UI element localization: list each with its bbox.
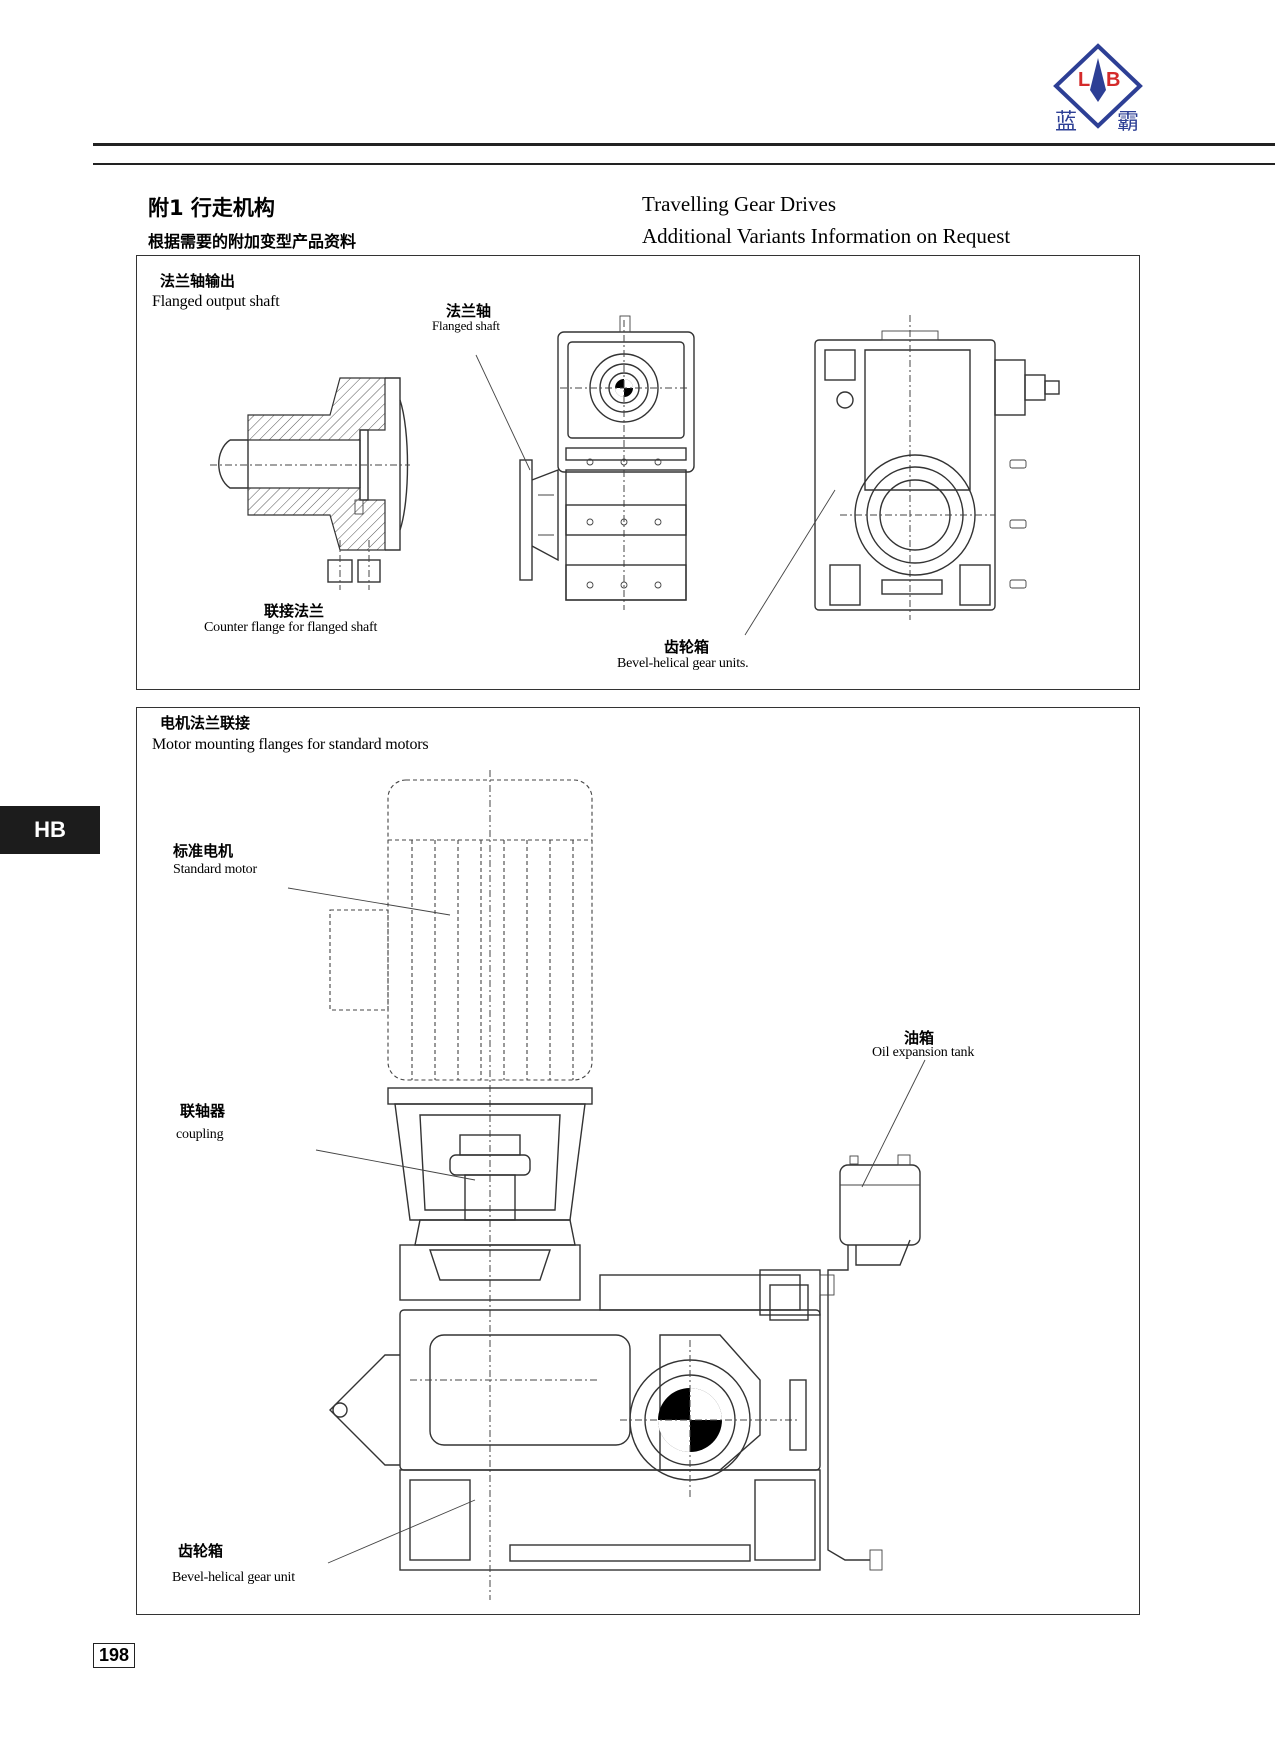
gear-unit-label-zh: 齿轮箱 (178, 1542, 224, 1560)
panel2-heading-zh: 电机法兰联接 (160, 714, 251, 732)
logo-char-2: 霸 (1117, 110, 1140, 135)
logo-letter-b: B (1106, 69, 1120, 91)
logo-diamond-icon (1053, 43, 1143, 129)
subtitle-en: Additional Variants Information on Reque… (642, 224, 1011, 248)
panel2-leader-lines (287, 887, 926, 1564)
subtitle-zh: 根据需要的附加变型产品资料 (148, 232, 357, 251)
title-en: Travelling Gear Drives (642, 192, 837, 216)
logo-char-1: 蓝 (1055, 110, 1078, 135)
panel1-leader-lines (475, 354, 836, 636)
header-rule-top (93, 143, 1275, 146)
gear-unit-side-view-drawing (814, 315, 1060, 620)
gear-units-label-en: Bevel-helical gear units. (617, 656, 749, 671)
counter-flange-label-zh: 联接法兰 (264, 602, 325, 620)
panel-motor-mounting (136, 707, 1140, 1615)
title-zh: 附1 行走机构 (148, 196, 275, 220)
flanged-shaft-label-en: Flanged shaft (432, 318, 500, 333)
logo-rocket-icon (1090, 58, 1106, 102)
logo-letter-l: L (1078, 69, 1090, 91)
panel1-heading-zh: 法兰轴输出 (160, 272, 236, 290)
brand-logo: L B (1053, 43, 1143, 129)
coupling-label-en: coupling (176, 1127, 224, 1142)
header-rule-bottom (93, 163, 1275, 165)
gear-unit-front-view-drawing (519, 315, 695, 610)
panel-flanged-output (136, 255, 1140, 690)
flanged-shaft-label-zh: 法兰轴 (446, 302, 492, 320)
standard-motor-label-zh: 标准电机 (173, 842, 234, 860)
oil-tank-label-zh: 油箱 (904, 1029, 935, 1047)
oil-tank-label-en: Oil expansion tank (872, 1045, 975, 1060)
coupling-label-zh: 联轴器 (180, 1102, 226, 1120)
gear-unit-label-en: Bevel-helical gear unit (172, 1570, 295, 1585)
panel2-heading-en: Motor mounting flanges for standard moto… (152, 736, 429, 753)
flanged-shaft-section-drawing (210, 377, 410, 590)
panel1-heading-en: Flanged output shaft (152, 293, 280, 310)
standard-motor-label-en: Standard motor (173, 862, 257, 877)
motor-gear-assembly-drawing (329, 770, 921, 1600)
counter-flange-label-en: Counter flange for flanged shaft (204, 620, 378, 635)
page-number: 198 (93, 1643, 135, 1668)
section-tab: HB (0, 806, 100, 854)
gear-units-label-zh: 齿轮箱 (664, 638, 710, 656)
